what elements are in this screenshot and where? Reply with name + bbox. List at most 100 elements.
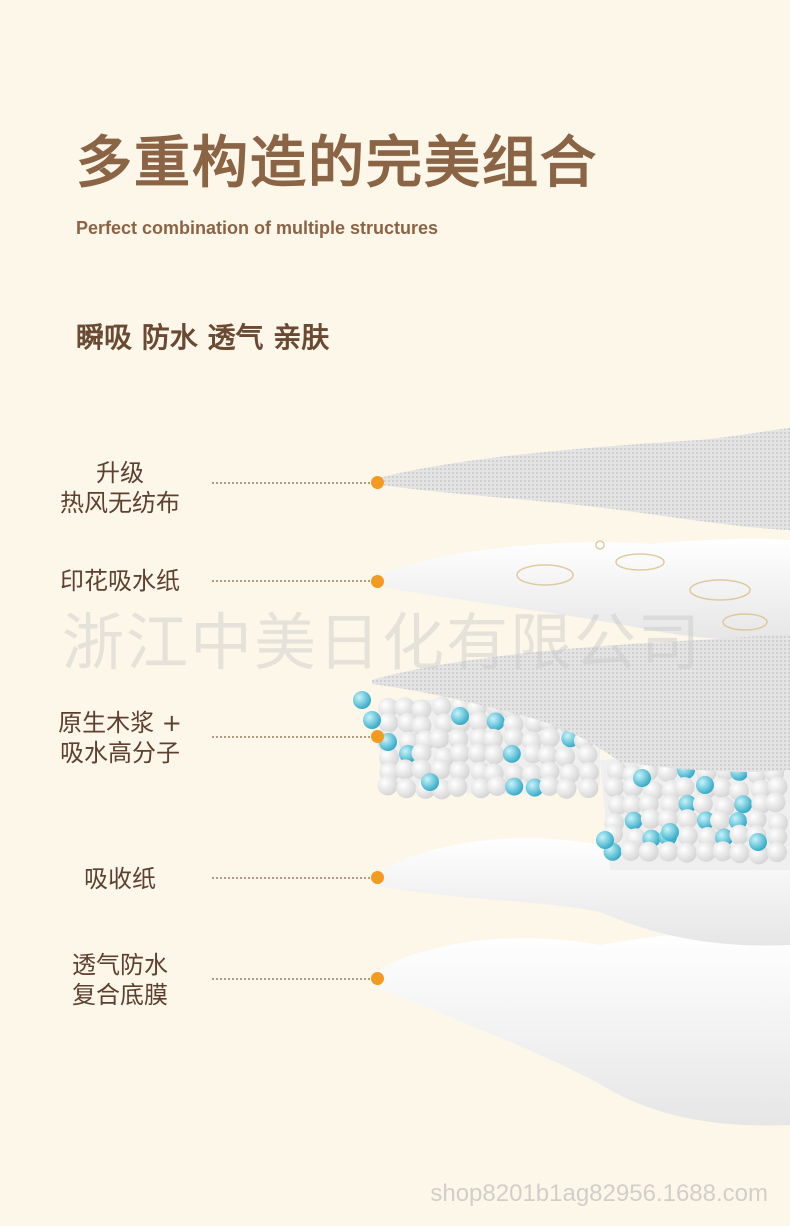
polymer-bead-blue bbox=[696, 776, 714, 794]
pulp-bead bbox=[537, 745, 558, 766]
polymer-bead-blue bbox=[633, 769, 651, 787]
polymer-bead-blue bbox=[421, 773, 439, 791]
polymer-bead-blue bbox=[505, 777, 524, 796]
layer-label-printed-paper: 印花吸水纸 bbox=[60, 567, 180, 595]
pulp-bead bbox=[430, 759, 451, 780]
pulp-bead bbox=[449, 760, 470, 781]
pulp-bead bbox=[604, 777, 625, 798]
pulp-bead bbox=[378, 712, 399, 733]
printed-paper-layer bbox=[372, 538, 790, 641]
polymer-bead-blue bbox=[734, 795, 753, 814]
pulp-bead bbox=[577, 744, 598, 765]
pulp-bead bbox=[711, 777, 732, 798]
polymer-bead-blue bbox=[353, 691, 371, 709]
pulp-bead bbox=[607, 795, 628, 816]
pulp-bead bbox=[767, 776, 788, 797]
pulp-top-mesh bbox=[372, 634, 790, 773]
pulp-bead bbox=[696, 841, 717, 862]
layer-label-nonwoven: 升级 热风无纺布 bbox=[60, 459, 180, 517]
pulp-bead bbox=[539, 761, 560, 782]
pulp-bead bbox=[767, 826, 788, 847]
pulp-bead bbox=[676, 842, 697, 863]
pulp-bead bbox=[606, 760, 627, 781]
polymer-bead-blue bbox=[749, 833, 767, 851]
polymer-bead-blue bbox=[696, 811, 715, 830]
pulp-bead bbox=[447, 776, 468, 797]
polymer-bead-blue bbox=[486, 712, 505, 731]
pulp-bead bbox=[394, 697, 415, 718]
pulp-bead bbox=[484, 744, 505, 765]
pulp-bead bbox=[712, 841, 733, 862]
top-nonwoven-layer bbox=[372, 428, 790, 530]
pulp-bead bbox=[449, 743, 470, 764]
polymer-bead-blue bbox=[661, 823, 679, 841]
bottom-film-layer bbox=[372, 932, 790, 1126]
pulp-bead bbox=[470, 778, 491, 799]
pulp-bead bbox=[555, 746, 576, 767]
pulp-bead bbox=[677, 809, 698, 830]
leader-line bbox=[212, 580, 370, 582]
pulp-bead bbox=[578, 762, 599, 783]
pulp-bead bbox=[559, 763, 580, 784]
polymer-bead-blue bbox=[451, 707, 469, 725]
layer-label-absorbent-paper: 吸收纸 bbox=[84, 865, 156, 893]
marker-dot bbox=[371, 575, 384, 588]
pulp-bead bbox=[622, 794, 643, 815]
pulp-bead bbox=[638, 841, 659, 862]
polymer-bead-blue bbox=[525, 778, 544, 797]
pulp-bead bbox=[539, 727, 560, 748]
pulp-bead bbox=[429, 728, 450, 749]
leader-line bbox=[212, 978, 370, 980]
pulp-bead bbox=[411, 699, 432, 720]
pulp-bead bbox=[677, 825, 698, 846]
pulp-bead bbox=[578, 777, 599, 798]
leader-line bbox=[212, 736, 370, 738]
pulp-bead bbox=[729, 824, 750, 845]
polymer-bead-blue bbox=[596, 831, 614, 849]
shop-url-watermark: shop8201b1ag82956.1688.com bbox=[430, 1180, 768, 1207]
pulp-bead bbox=[766, 842, 787, 863]
pulp-bead bbox=[395, 759, 416, 780]
feature-list: 瞬吸 防水 透气 亲肤 bbox=[76, 321, 330, 354]
company-watermark: 浙江中美日化有限公司 bbox=[62, 606, 703, 679]
pulp-bead bbox=[483, 728, 504, 749]
polymer-bead-blue bbox=[678, 794, 697, 813]
pulp-bead bbox=[710, 810, 731, 831]
marker-dot bbox=[371, 730, 384, 743]
pulp-bead bbox=[487, 775, 508, 796]
pulp-bead bbox=[377, 775, 398, 796]
pulp-bead bbox=[729, 843, 750, 864]
pulp-bead bbox=[765, 792, 786, 813]
pulp-bead bbox=[750, 779, 771, 800]
pulp-bead bbox=[620, 840, 641, 861]
pulp-bead bbox=[658, 841, 679, 862]
pulp-bead bbox=[503, 763, 524, 784]
polymer-bead-blue bbox=[502, 744, 521, 763]
marker-dot bbox=[371, 476, 384, 489]
layer-label-pulp: 原生木浆 + 吸水高分子 bbox=[58, 709, 182, 767]
pulp-bead bbox=[468, 711, 489, 732]
pulp-bead bbox=[746, 809, 767, 830]
pulp-bead bbox=[674, 777, 695, 798]
polymer-bead-blue bbox=[624, 811, 643, 830]
pulp-bead bbox=[697, 826, 718, 847]
pulp-bead bbox=[640, 808, 661, 829]
pulp-bead bbox=[638, 793, 659, 814]
leader-line bbox=[212, 877, 370, 879]
pulp-bead bbox=[692, 793, 713, 814]
layer-label-bottom-film: 透气防水 复合底膜 bbox=[72, 951, 168, 1009]
marker-dot bbox=[371, 871, 384, 884]
page-title: 多重构造的完美组合 bbox=[76, 131, 598, 196]
pulp-bead bbox=[411, 743, 432, 764]
pulp-bead bbox=[522, 743, 543, 764]
polymer-bead-blue bbox=[363, 711, 381, 729]
pulp-bead bbox=[556, 778, 577, 799]
pulp-bead bbox=[377, 697, 398, 718]
leader-line bbox=[212, 482, 370, 484]
pulp-bead bbox=[378, 747, 399, 768]
page-subtitle: Perfect combination of multiple structur… bbox=[76, 218, 439, 238]
pulp-bead bbox=[431, 696, 452, 717]
pulp-bead bbox=[467, 743, 488, 764]
pulp-bead bbox=[503, 727, 524, 748]
